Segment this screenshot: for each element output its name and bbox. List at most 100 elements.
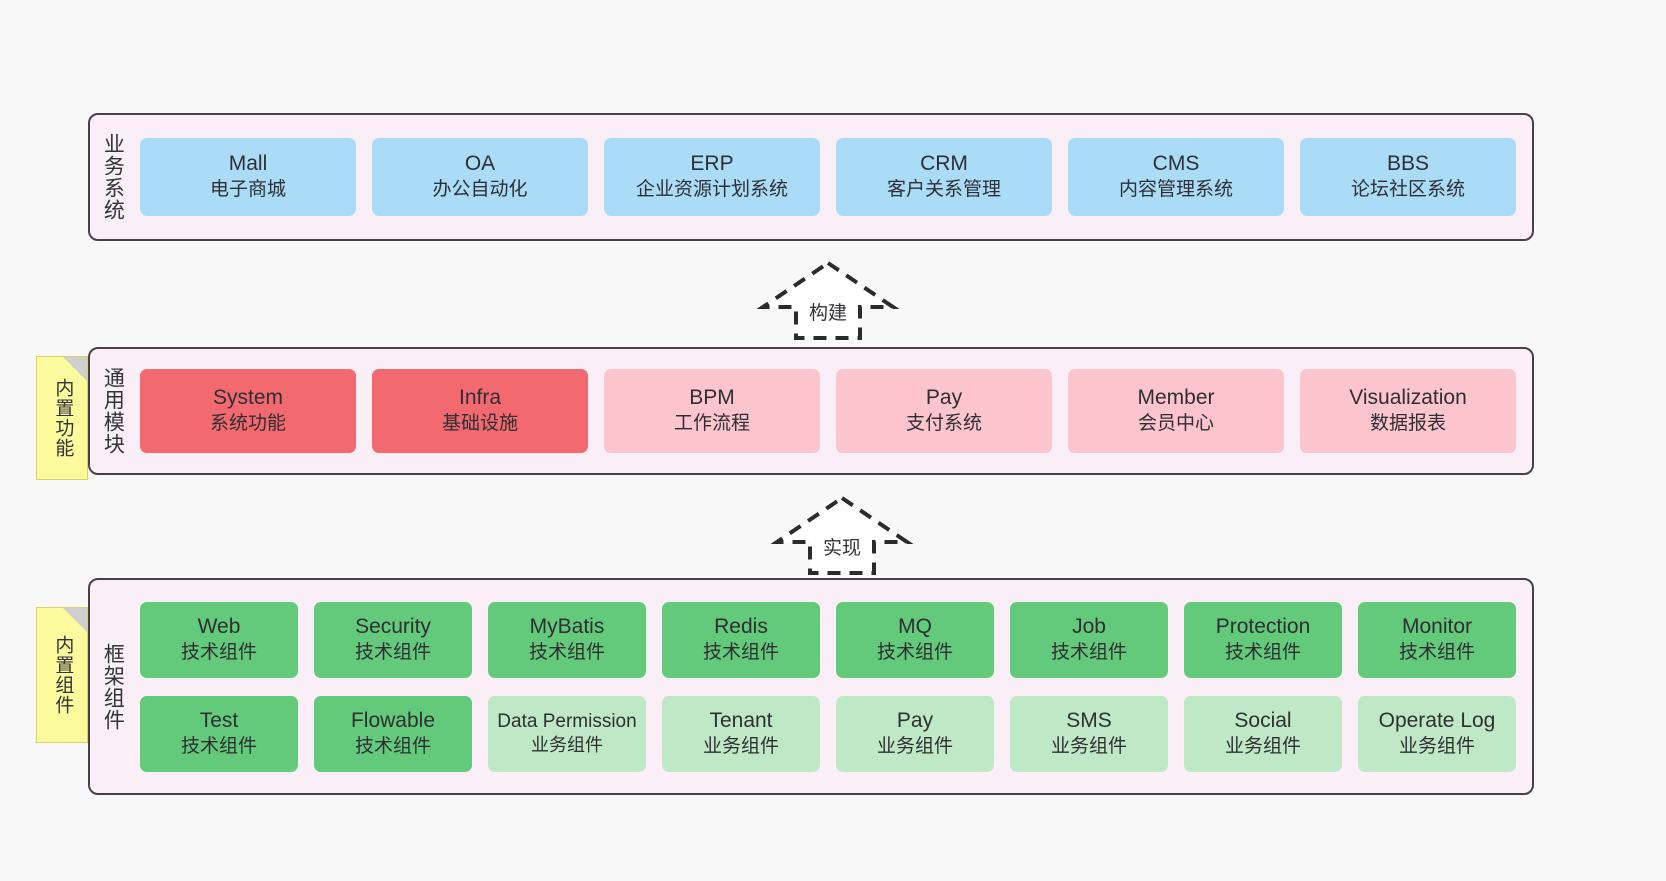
- box-title: Social: [1234, 708, 1292, 732]
- layer-framework-components: 框架组件 Web 技术组件 Security 技术组件 MyBatis 技术组件…: [88, 578, 1534, 795]
- box-sms[interactable]: SMS 业务组件: [1010, 695, 1168, 772]
- layer-common-modules: 通用模块 System 系统功能 Infra 基础设施 BPM 工作流程 Pay…: [88, 347, 1534, 475]
- box-subtitle: 技术组件: [876, 641, 953, 663]
- box-subtitle: 业务组件: [1050, 735, 1127, 757]
- box-title: Infra: [458, 386, 502, 410]
- box-row: Web 技术组件 Security 技术组件 MyBatis 技术组件 Redi…: [140, 601, 1516, 678]
- box-monitor[interactable]: Monitor 技术组件: [1358, 601, 1516, 678]
- connector-build-label: 构建: [808, 303, 848, 324]
- box-tenant[interactable]: Tenant 业务组件: [662, 695, 820, 772]
- box-title: MyBatis: [529, 614, 605, 638]
- box-subtitle: 技术组件: [1398, 641, 1475, 663]
- implement-arrow-icon: [770, 495, 914, 575]
- layer-title-framework-components: 框架组件: [101, 642, 125, 731]
- box-subtitle: 基础设施: [441, 413, 518, 435]
- box-subtitle: 技术组件: [180, 735, 257, 757]
- box-pay[interactable]: Pay 支付系统: [836, 369, 1052, 453]
- box-subtitle: 论坛社区系统: [1350, 179, 1465, 201]
- box-subtitle: 会员中心: [1137, 413, 1214, 435]
- box-operate-log[interactable]: Operate Log 业务组件: [1358, 695, 1516, 772]
- box-title: Operate Log: [1378, 708, 1496, 732]
- box-bbs[interactable]: BBS 论坛社区系统: [1300, 138, 1516, 216]
- box-infra[interactable]: Infra 基础设施: [372, 369, 588, 453]
- sticky-note-label: 内置组件: [52, 635, 74, 715]
- box-web[interactable]: Web 技术组件: [140, 601, 298, 678]
- box-oa[interactable]: OA 办公自动化: [372, 138, 588, 216]
- box-title: Monitor: [1401, 614, 1473, 638]
- box-title: CRM: [920, 152, 968, 176]
- box-title: Data Permission: [497, 710, 637, 732]
- box-security[interactable]: Security 技术组件: [314, 601, 472, 678]
- box-subtitle: 电子商城: [209, 179, 286, 201]
- box-title: Tenant: [709, 708, 773, 732]
- box-title: Mall: [228, 152, 268, 176]
- box-system[interactable]: System 系统功能: [140, 369, 356, 453]
- layer-title-common-modules: 通用模块: [101, 367, 125, 455]
- layer-body-framework-components: Web 技术组件 Security 技术组件 MyBatis 技术组件 Redi…: [134, 580, 1532, 793]
- box-subtitle: 企业资源计划系统: [635, 179, 788, 201]
- box-subtitle: 业务组件: [531, 735, 603, 756]
- folded-corner-icon: [63, 357, 87, 381]
- box-subtitle: 业务组件: [1224, 735, 1301, 757]
- box-mybatis[interactable]: MyBatis 技术组件: [488, 601, 646, 678]
- box-title: Job: [1072, 614, 1106, 638]
- box-pay-component[interactable]: Pay 业务组件: [836, 695, 994, 772]
- layer-body-business-systems: Mall 电子商城 OA 办公自动化 ERP 企业资源计划系统 CRM 客户关系…: [134, 115, 1532, 239]
- connector-implement: 实现: [770, 493, 914, 577]
- box-title: ERP: [690, 152, 734, 176]
- box-test[interactable]: Test 技术组件: [140, 695, 298, 772]
- box-title: MQ: [898, 614, 932, 638]
- box-subtitle: 技术组件: [180, 641, 257, 663]
- sticky-note-builtin-features: 内置功能: [36, 356, 88, 480]
- box-title: Redis: [714, 614, 768, 638]
- box-protection[interactable]: Protection 技术组件: [1184, 601, 1342, 678]
- box-subtitle: 数据报表: [1369, 413, 1446, 435]
- box-subtitle: 支付系统: [905, 413, 982, 435]
- box-title: Test: [199, 708, 239, 732]
- box-row: Mall 电子商城 OA 办公自动化 ERP 企业资源计划系统 CRM 客户关系…: [140, 138, 1516, 216]
- connector-build: 构建: [756, 258, 900, 342]
- box-mall[interactable]: Mall 电子商城: [140, 138, 356, 216]
- box-subtitle: 技术组件: [354, 641, 431, 663]
- connector-implement-label: 实现: [822, 538, 862, 559]
- box-subtitle: 办公自动化: [432, 179, 528, 201]
- box-title: Member: [1137, 386, 1215, 410]
- box-subtitle: 技术组件: [354, 735, 431, 757]
- box-social[interactable]: Social 业务组件: [1184, 695, 1342, 772]
- box-crm[interactable]: CRM 客户关系管理: [836, 138, 1052, 216]
- box-mq[interactable]: MQ 技术组件: [836, 601, 994, 678]
- layer-business-systems: 业务系统 Mall 电子商城 OA 办公自动化 ERP 企业资源计划系统 CRM…: [88, 113, 1534, 241]
- box-data-permission[interactable]: Data Permission 业务组件: [488, 695, 646, 772]
- layer-title-business-systems: 业务系统: [101, 133, 125, 221]
- box-title: Visualization: [1349, 386, 1467, 410]
- box-title: BPM: [689, 386, 735, 410]
- box-title: Flowable: [350, 708, 436, 732]
- box-row: Test 技术组件 Flowable 技术组件 Data Permission …: [140, 695, 1516, 772]
- box-bpm[interactable]: BPM 工作流程: [604, 369, 820, 453]
- box-title: Security: [355, 614, 431, 638]
- box-subtitle: 技术组件: [702, 641, 779, 663]
- box-cms[interactable]: CMS 内容管理系统: [1068, 138, 1284, 216]
- folded-corner-icon: [63, 608, 87, 632]
- box-subtitle: 业务组件: [702, 735, 779, 757]
- box-member[interactable]: Member 会员中心: [1068, 369, 1284, 453]
- box-subtitle: 技术组件: [528, 641, 605, 663]
- box-job[interactable]: Job 技术组件: [1010, 601, 1168, 678]
- build-arrow-icon: [756, 260, 900, 340]
- box-flowable[interactable]: Flowable 技术组件: [314, 695, 472, 772]
- box-title: Pay: [925, 386, 963, 410]
- box-title: OA: [464, 152, 496, 176]
- sticky-note-label: 内置功能: [52, 378, 74, 458]
- box-title: BBS: [1386, 152, 1430, 176]
- box-subtitle: 技术组件: [1224, 641, 1301, 663]
- box-visualization[interactable]: Visualization 数据报表: [1300, 369, 1516, 453]
- box-title: System: [212, 386, 283, 410]
- box-redis[interactable]: Redis 技术组件: [662, 601, 820, 678]
- box-erp[interactable]: ERP 企业资源计划系统: [604, 138, 820, 216]
- box-row: System 系统功能 Infra 基础设施 BPM 工作流程 Pay 支付系统…: [140, 369, 1516, 453]
- layer-body-common-modules: System 系统功能 Infra 基础设施 BPM 工作流程 Pay 支付系统…: [134, 349, 1532, 473]
- box-subtitle: 客户关系管理: [886, 179, 1001, 201]
- box-title: Web: [197, 614, 241, 638]
- box-title: CMS: [1152, 152, 1200, 176]
